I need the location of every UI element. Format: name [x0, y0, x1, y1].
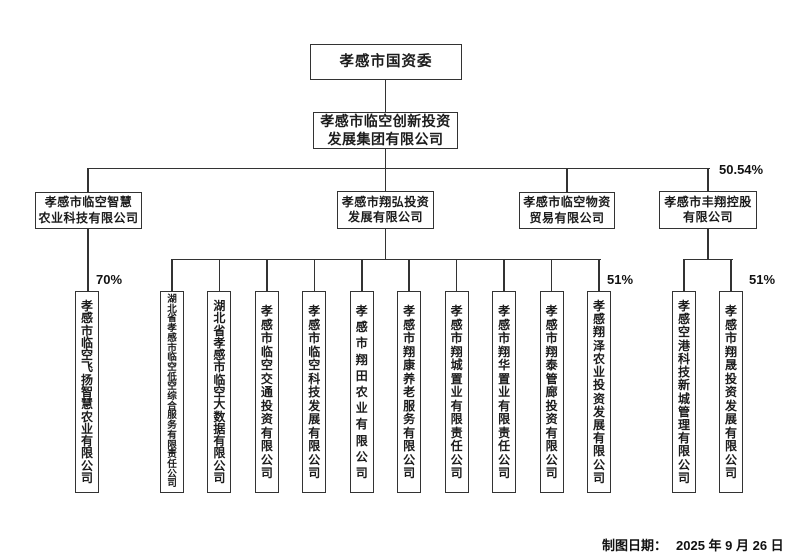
connector-line [313, 258, 316, 291]
chart-date-value: 2025 年 9 月 26 日 [676, 538, 784, 553]
org-node-fengxiang-subsidiary-2: 孝感市翔晟投资发展有限公司 [719, 291, 743, 493]
connector-line [684, 258, 733, 260]
org-node-fengxiang: 孝感市丰翔控股 有限公司 [659, 191, 757, 229]
org-node-xianghong-subsidiary-2: 湖北省孝感市临空大数据有限公司 [207, 291, 232, 493]
ownership-label-zhihui-subsidiary: 70% [96, 272, 123, 287]
org-node-group-label-line2: 发展集团有限公司 [327, 130, 444, 147]
org-node-xianghong-label-line2: 发展有限公司 [347, 210, 423, 224]
chart-date-label: 制图日期： [602, 538, 668, 553]
connector-line [550, 258, 553, 291]
connector-line [384, 80, 387, 112]
connector-line [455, 258, 458, 291]
org-node-xianghong-subsidiary-7: 孝感市翔城置业有限责任公司 [444, 291, 469, 493]
connector-line [384, 167, 387, 191]
org-node-zhihui: 孝感市临空智慧 农业科技有限公司 [35, 192, 142, 229]
connector-line [566, 167, 568, 192]
connector-line [408, 258, 410, 291]
org-node-zhihui-label-line1: 孝感市临空智慧 [44, 195, 133, 209]
ownership-label-group: 50.54% [719, 162, 764, 177]
connector-line [171, 258, 173, 291]
org-node-wuzi: 孝感市临空物资 贸易有限公司 [519, 192, 615, 229]
connector-line [384, 149, 387, 168]
connector-line [361, 258, 363, 291]
ownership-label-xianghong-subsidiaries: 51% [607, 272, 634, 287]
org-node-fengxiang-label-line1: 孝感市丰翔控股 [664, 194, 752, 209]
org-node-xianghong-subsidiary-8: 孝感市翔华置业有限责任公司 [492, 291, 517, 493]
org-node-xianghong-subsidiary-1: 湖北省孝感市临空低空综合服务有限责任公司 [160, 291, 184, 493]
org-node-fengxiang-label-line2: 有限公司 [682, 210, 733, 224]
org-node-group-label-line1: 孝感市临空创新投资 [320, 113, 451, 129]
org-node-xianghong-subsidiary-3: 孝感市临空交通投资有限公司 [254, 291, 279, 493]
chart-date: 制图日期： 2025 年 9 月 26 日 [602, 535, 784, 554]
connector-line [172, 258, 601, 260]
connector-line [683, 258, 685, 291]
org-node-xianghong: 孝感市翔弘投资 发展有限公司 [337, 191, 434, 229]
connector-line [598, 258, 600, 291]
org-node-xianghong-subsidiary-4: 孝感市临空科技发展有限公司 [302, 291, 327, 493]
org-node-xianghong-subsidiary-5: 孝感市翔田农业有限公司 [349, 291, 374, 493]
org-node-root: 孝感市国资委 [310, 44, 462, 80]
org-node-xianghong-subsidiary-9: 孝感市翔泰管廊投资有限公司 [539, 291, 564, 493]
connector-line [707, 167, 709, 191]
org-node-xianghong-subsidiary-10: 孝感翔泽农业投资发展有限公司 [587, 291, 611, 493]
connector-line [707, 229, 709, 260]
connector-line [730, 258, 732, 291]
org-node-wuzi-label-line1: 孝感市临空物资 [523, 195, 611, 209]
connector-line [384, 229, 387, 260]
connector-line [503, 258, 505, 291]
connector-line [87, 167, 89, 192]
org-node-root-label: 孝感市国资委 [339, 54, 433, 70]
org-node-zhihui-label-line2: 农业科技有限公司 [38, 210, 139, 225]
org-node-xianghong-label-line1: 孝感市翔弘投资 [341, 194, 430, 209]
org-node-zhihui-subsidiary-1: 孝感市临空飞扬智慧农业有限公司 [75, 291, 99, 493]
ownership-label-fengxiang-subsidiaries: 51% [749, 272, 776, 287]
connector-line [88, 167, 710, 169]
org-node-wuzi-label-line2: 贸易有限公司 [529, 210, 605, 225]
connector-line [87, 229, 89, 291]
org-node-fengxiang-subsidiary-1: 孝感空港科技新城管理有限公司 [672, 291, 696, 493]
org-node-group: 孝感市临空创新投资 发展集团有限公司 [313, 112, 458, 149]
connector-line [218, 258, 221, 291]
org-node-xianghong-subsidiary-6: 孝感市翔康养老服务有限公司 [397, 291, 422, 493]
connector-line [266, 258, 268, 291]
